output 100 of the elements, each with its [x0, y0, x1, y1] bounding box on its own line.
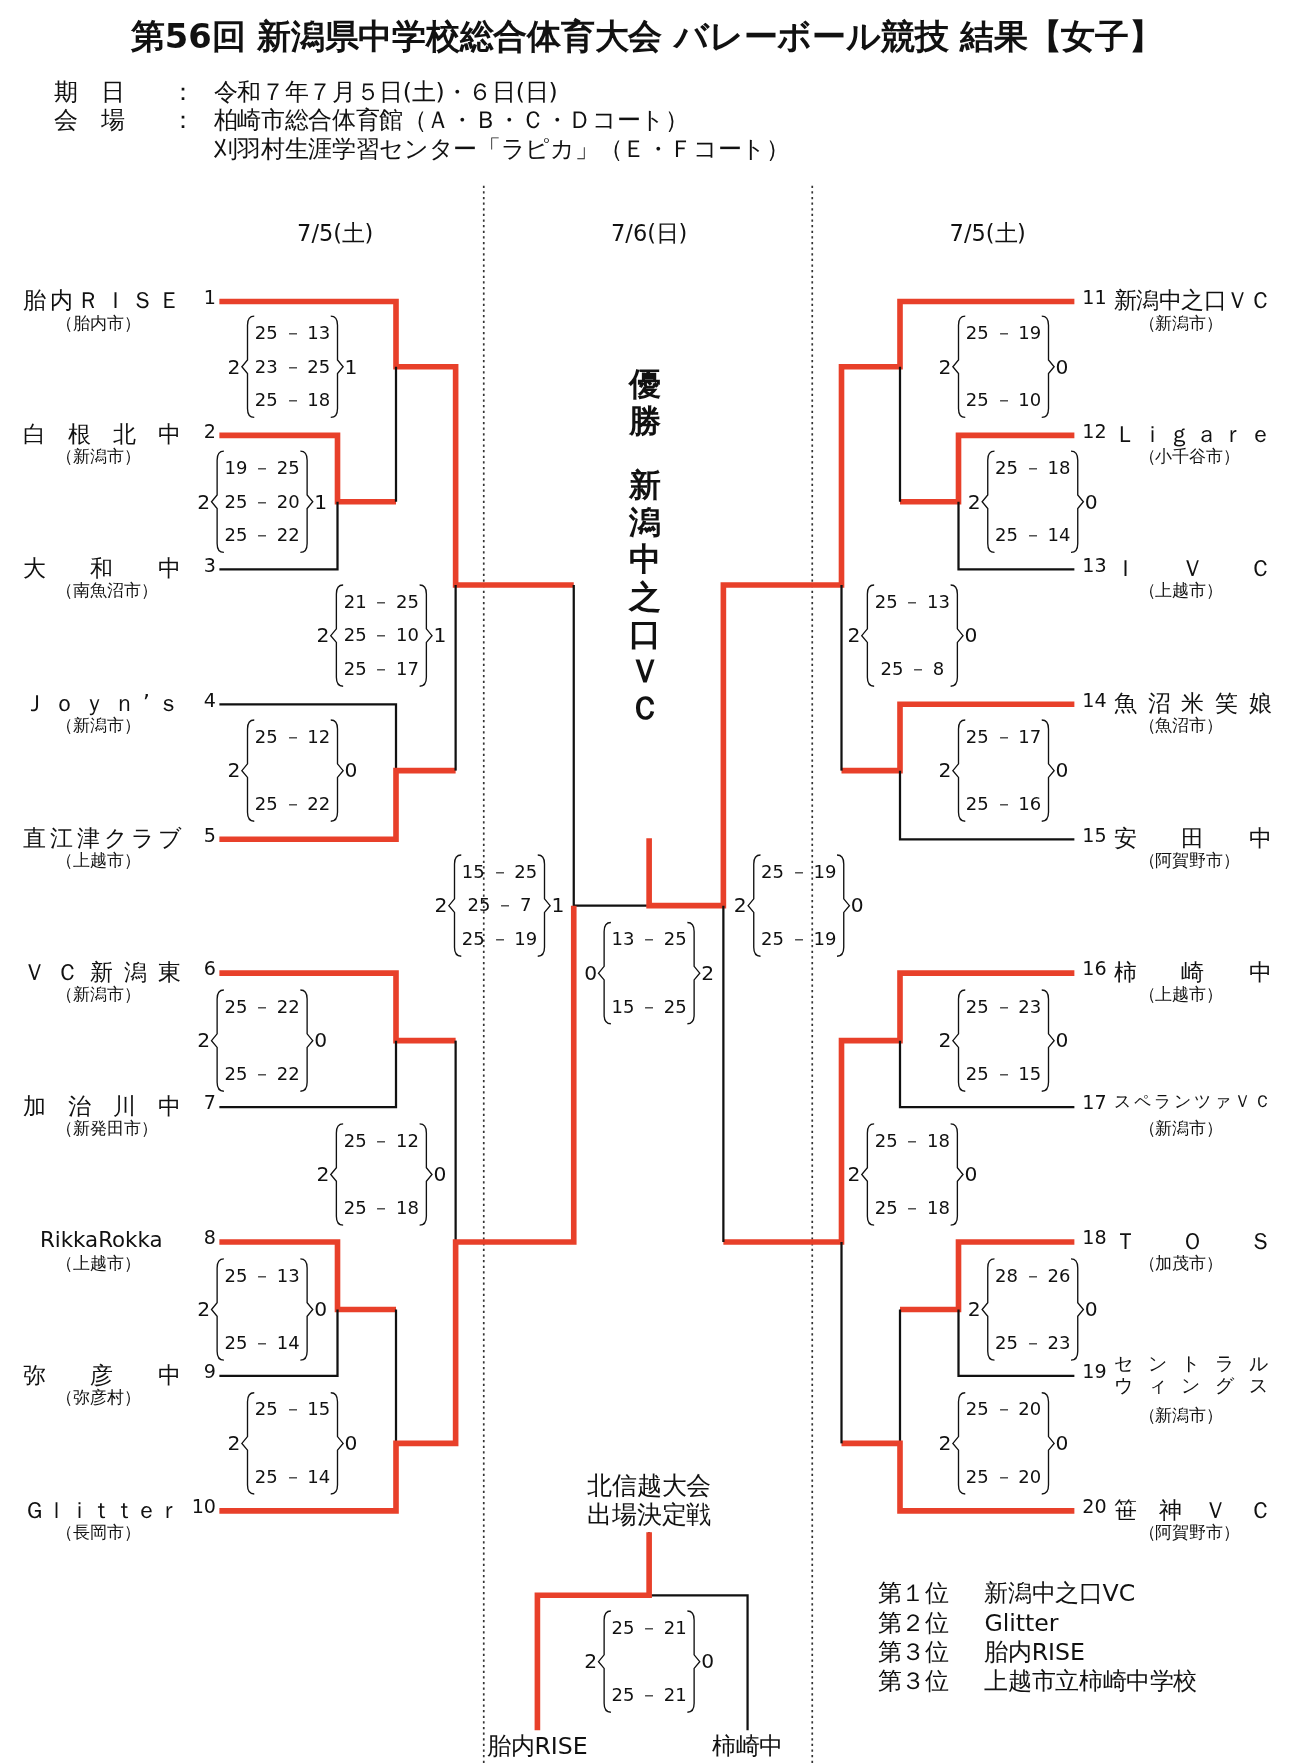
team-city: （南魚沼市）	[56, 580, 158, 602]
team-name: 笹神ＶＣ	[1113, 1495, 1272, 1524]
set-score: 25 － 13	[224, 1265, 300, 1286]
set-count: 2	[967, 490, 981, 513]
team-city: （新発田市）	[56, 1118, 158, 1140]
info-text: 刈羽村生涯学習センター「ラピカ」（Ｅ・Ｆコート）	[213, 136, 790, 163]
set-count: 2	[434, 894, 448, 917]
set-count: 1	[314, 490, 328, 513]
set-count: 2	[197, 1029, 211, 1052]
set-count: 0	[964, 1163, 978, 1186]
seed-number: 18	[1082, 1226, 1107, 1249]
set-count: 2	[938, 1029, 952, 1052]
set-count: 2	[227, 355, 241, 378]
seed-number: 20	[1082, 1495, 1107, 1518]
set-count: 0	[314, 1029, 328, 1052]
seed-number: 13	[1082, 553, 1107, 576]
team-city: （上越市）	[56, 1253, 141, 1275]
date-heading: 7/6(日)	[611, 220, 688, 246]
seed-number: 4	[203, 688, 216, 711]
team-name: ＩＶＣ	[1113, 553, 1272, 582]
set-score: 23 － 25	[254, 356, 331, 377]
seed-number: 2	[203, 419, 216, 443]
team-city: （長岡市）	[56, 1522, 141, 1544]
set-score: 15 － 25	[611, 997, 687, 1017]
team-city: （新潟市）	[56, 446, 141, 468]
set-score: 25 － 13	[254, 323, 331, 343]
bracket-line	[534, 1532, 652, 1731]
set-score: 25 － 20	[965, 1399, 1042, 1420]
team-city: （新潟市）	[56, 984, 141, 1006]
set-score: 25 － 23	[995, 1333, 1071, 1354]
set-score: 25 － 15	[254, 1399, 331, 1420]
set-score: 28 － 26	[995, 1265, 1071, 1286]
set-score: 25 － 14	[224, 1333, 300, 1354]
team-city: （阿賀野市）	[1138, 850, 1240, 872]
set-score: 25 － 21	[611, 1685, 687, 1706]
set-score: 25 － 14	[995, 525, 1071, 546]
set-score: 25 － 14	[254, 1467, 331, 1487]
field-label: 期 日	[54, 79, 125, 106]
team-name: RikkaRokka	[38, 1226, 164, 1251]
set-score: 19 － 25	[224, 458, 300, 478]
seed-number: 11	[1082, 285, 1107, 309]
set-count: 0	[1084, 490, 1098, 513]
set-count: 2	[938, 355, 952, 378]
set-score: 25 － 19	[761, 862, 837, 882]
set-count: 0	[1055, 1432, 1069, 1455]
set-score: 25 － 19	[761, 929, 837, 950]
set-score: 25 － 7	[467, 895, 532, 916]
set-count: 1	[344, 355, 358, 378]
team-city: （上越市）	[1138, 984, 1223, 1006]
team-name: ＶＣ新潟東	[22, 957, 180, 986]
set-score: 25 － 18	[874, 1130, 950, 1151]
set-score: 25 － 16	[965, 794, 1042, 815]
seed-number: 9	[203, 1360, 216, 1383]
set-count: 2	[847, 1163, 861, 1186]
set-count: 0	[1055, 1029, 1069, 1052]
set-score: 25 － 20	[965, 1467, 1042, 1487]
set-count: 0	[1055, 355, 1069, 378]
info-text: 令和７年７月５日(土)・６日(日)	[213, 79, 558, 106]
champion-heading: 優勝	[627, 365, 662, 440]
seed-number: 15	[1082, 823, 1107, 846]
set-score: 25 － 15	[965, 1064, 1042, 1085]
set-count: 0	[344, 1432, 358, 1455]
set-count: 1	[433, 624, 447, 647]
team-city: （加茂市）	[1138, 1253, 1223, 1275]
team-city: （弥彦村）	[56, 1387, 141, 1409]
seed-number: 17	[1082, 1091, 1107, 1114]
set-score: 25 － 12	[343, 1130, 419, 1151]
set-count: 0	[584, 962, 598, 985]
team-name: 直江津クラブ	[22, 823, 180, 852]
set-count: 0	[1084, 1298, 1098, 1321]
separator: ：	[171, 107, 195, 134]
team-name: Ｌｉｇａｒｅ	[1113, 419, 1272, 448]
set-score: 25 － 20	[224, 491, 300, 512]
set-count: 2	[227, 759, 241, 782]
set-score: 25 － 13	[874, 592, 950, 612]
set-count: 0	[850, 894, 864, 917]
team-name: 胎内RISE	[487, 1731, 588, 1762]
set-score: 25 － 23	[965, 997, 1042, 1017]
set-count: 0	[1055, 759, 1069, 782]
set-count: 0	[701, 1650, 715, 1673]
set-count: 2	[197, 1298, 211, 1321]
set-count: 2	[316, 624, 330, 647]
team-city: （新潟市）	[56, 715, 141, 737]
team-name: 弥彦中	[22, 1360, 180, 1389]
team-name: スペランツァＶＣ	[1113, 1091, 1272, 1113]
set-score: 25 － 22	[224, 1064, 300, 1085]
team-name: ＴＯＳ	[1113, 1226, 1272, 1255]
seed-number: 1	[203, 285, 216, 309]
team-name: 白根北中	[22, 419, 180, 448]
set-count: 2	[316, 1163, 330, 1186]
seed-number: 10	[191, 1495, 216, 1518]
set-score: 25 － 19	[461, 929, 538, 950]
separator: ：	[171, 79, 195, 106]
team-name: Ｇｌｉｔｔｅｒ	[22, 1495, 180, 1524]
set-score: 13 － 25	[611, 929, 687, 950]
team-city: （上越市）	[1138, 580, 1223, 602]
set-score: 25 － 22	[224, 997, 300, 1017]
team-name: セントラルウィングス	[1113, 1353, 1284, 1397]
set-score: 25 － 22	[224, 525, 300, 546]
team-city: （小千谷市）	[1138, 446, 1240, 468]
